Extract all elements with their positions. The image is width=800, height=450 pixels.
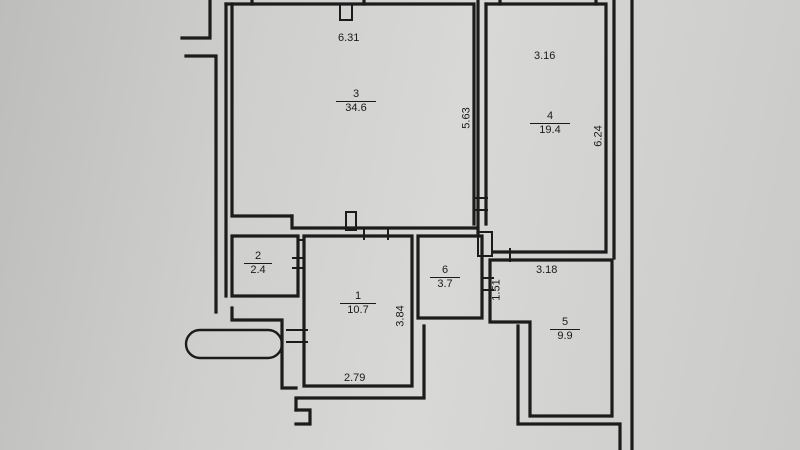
wall-room3-top (224, 2, 476, 226)
wall-room6 (416, 234, 484, 320)
door-room6 (482, 277, 494, 291)
room-number: 5 (550, 316, 580, 330)
wall-room5 (488, 258, 614, 418)
room-area: 3.7 (437, 278, 453, 290)
room-area: 19.4 (539, 124, 561, 136)
door-room1-top (363, 228, 389, 240)
room-6-label: 6 3.7 (430, 264, 460, 291)
wall-top-left-stub (180, 0, 212, 40)
door-entry (286, 329, 308, 343)
dimension-room4-height: 6.24 (592, 125, 605, 147)
wall-left-outer (184, 54, 218, 314)
room-4-label: 4 19.4 (530, 110, 570, 137)
dimension-room6-height: 1.51 (490, 279, 503, 301)
room-number: 3 (336, 88, 376, 102)
room-2-label: 2 2.4 (244, 250, 272, 277)
room-number: 1 (340, 290, 376, 304)
dimension-room3-width: 6.31 (338, 32, 360, 44)
wall-bottom-step (294, 408, 312, 426)
dimension-room3-height: 5.63 (460, 107, 473, 129)
room-area: 2.4 (250, 264, 266, 276)
wall-top-ticks (250, 0, 598, 6)
door-room4 (474, 197, 488, 211)
wall-room3-bottom (290, 214, 478, 230)
room-area: 34.6 (345, 102, 367, 114)
room-5-label: 5 9.9 (550, 316, 580, 343)
dimension-room1-height: 3.84 (394, 305, 407, 327)
dimension-room4-width: 3.16 (534, 50, 556, 62)
wall-niche-top (339, 4, 353, 21)
wall-lower-right (516, 324, 622, 450)
dimension-room1-width: 2.79 (344, 372, 366, 384)
column-block (345, 211, 357, 231)
wall-lower-left (294, 324, 426, 412)
outdoor-fixture (184, 328, 284, 360)
wall-room3-inner (230, 2, 294, 218)
room-number: 2 (244, 250, 272, 264)
room-1-label: 1 10.7 (340, 290, 376, 317)
room-number: 6 (430, 264, 460, 278)
wall-entry (230, 306, 298, 390)
room-number: 4 (530, 110, 570, 124)
column-block-right (477, 231, 493, 257)
room-area: 9.9 (557, 330, 573, 342)
room-3-label: 3 34.6 (336, 88, 376, 115)
door-room2 (292, 257, 304, 269)
wall-room4 (484, 2, 608, 254)
wall-room2 (230, 234, 300, 298)
wall-room1 (302, 234, 414, 388)
room-area: 10.7 (347, 304, 369, 316)
dimension-room5-width: 3.18 (536, 264, 558, 276)
